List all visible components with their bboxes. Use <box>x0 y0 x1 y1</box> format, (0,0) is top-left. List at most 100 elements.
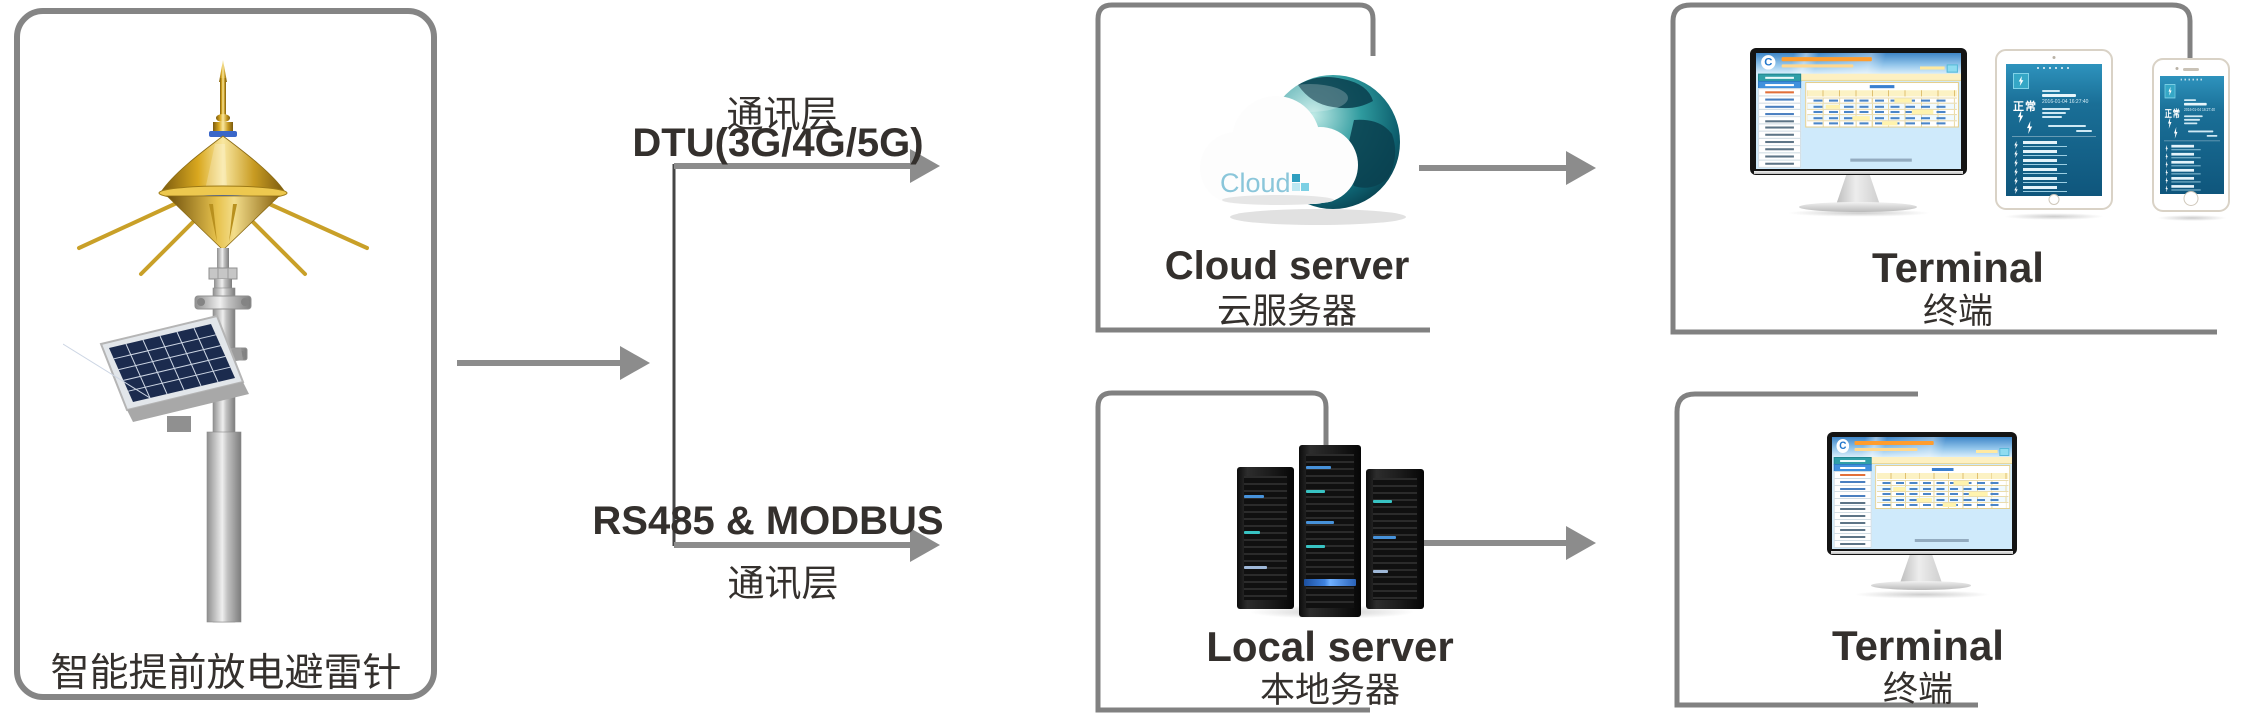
terminal-bottom-subtitle: 终端 <box>1882 670 1954 709</box>
timestamp: 2016-01-04 16:27:40 <box>2042 99 2089 105</box>
alarm-list-item <box>2165 177 2220 185</box>
monitor-chin <box>1831 551 2013 554</box>
data-table <box>1805 81 1959 128</box>
alarm-list-item <box>2013 150 2095 158</box>
table-row <box>1877 496 2009 503</box>
phone-screen: 正常 2016-01-04 16:27:40 <box>2160 76 2224 194</box>
webpage-button <box>1946 64 1958 73</box>
server-tower <box>1366 469 1424 609</box>
webpage-banner <box>1756 53 1961 74</box>
monitor-screen: C <box>1756 53 1961 169</box>
lightning-app-icon <box>2013 73 2029 89</box>
alarm-list-item <box>2013 159 2095 167</box>
status-text: 正常 <box>2013 101 2037 113</box>
table-header <box>1877 473 2009 479</box>
webpage-logo: C <box>1836 439 1850 453</box>
link-top-protocol-label: DTU(3G/4G/5G) <box>632 121 924 165</box>
alarm-list-item <box>2165 152 2220 161</box>
terminal-top-subtitle: 终端 <box>1922 292 1994 331</box>
monitor-chin <box>1754 171 1963 174</box>
table-row <box>1807 108 1957 116</box>
text-bar <box>2076 130 2092 132</box>
webpage-strip <box>1801 73 1961 81</box>
text-bar <box>2184 102 2207 106</box>
text-bar <box>2042 116 2062 118</box>
webpage-subtitle-bar <box>1854 448 1918 451</box>
desktop-monitor: C <box>1750 48 1967 175</box>
terminal-top-title: Terminal <box>1872 244 2044 291</box>
phone-home-button <box>2183 191 2199 206</box>
tablet-screen: 正常 2016-01-04 16:27:40 <box>2006 64 2102 196</box>
link-bottom-layer-label: 通讯层 <box>727 563 839 604</box>
arrow-source-head <box>620 346 650 380</box>
webpage-sidebar <box>1833 457 1872 548</box>
webpage-banner <box>1832 437 2012 457</box>
status-text: 正常 <box>2164 109 2181 120</box>
table-title-bar <box>1932 468 1954 471</box>
terminal-bottom-title: Terminal <box>1832 622 2004 669</box>
alarm-list-item <box>2165 160 2220 169</box>
webpage-subtitle-bar <box>1781 64 1854 68</box>
tablet-shadow <box>1988 212 2120 221</box>
alarm-list-item <box>2165 168 2220 177</box>
text-bar <box>2042 112 2066 114</box>
alarm-list-item <box>2013 177 2095 185</box>
alarm-list-item <box>2013 168 2095 176</box>
local-box-frame <box>1095 390 1370 713</box>
lightning-glyph <box>2167 117 2172 129</box>
arrow-local-terminal-head <box>1566 526 1596 560</box>
alarm-list-item <box>2165 185 2220 193</box>
webpage-logo: C <box>1761 55 1776 70</box>
webpage-sidebar <box>1758 73 1802 168</box>
lightning-glyph <box>2017 110 2024 123</box>
monitoring-webpage: C <box>1832 437 2012 549</box>
server-rack-illustration <box>1222 441 1442 626</box>
alarm-list-item <box>2165 144 2220 152</box>
webpage-main <box>1805 81 1959 165</box>
webpage-user-bar <box>1976 450 1998 453</box>
monitor-screen: C <box>1832 437 2012 549</box>
table-row <box>1877 490 2009 497</box>
server-tower <box>1299 445 1361 617</box>
local-server-subtitle: 本地务器 <box>1259 671 1401 710</box>
tablet-home-button <box>2048 194 2060 205</box>
tablet-camera <box>2052 56 2056 59</box>
table-row <box>1807 119 1957 127</box>
text-bar <box>2184 118 2201 121</box>
smartphone: 正常 2016-01-04 16:27:40 <box>2152 58 2230 212</box>
monitor-shadow <box>1832 589 2012 600</box>
text-bar <box>2042 94 2076 97</box>
text-bar <box>2184 99 2197 102</box>
source-label: 智能提前放电避雷针 <box>50 652 402 695</box>
text-bar <box>2188 130 2214 133</box>
webpage-button <box>1999 448 2010 456</box>
server-tower <box>1237 467 1294 609</box>
text-bar <box>2042 90 2060 92</box>
table-row <box>1877 501 2009 508</box>
monitoring-app: 正常 2016-01-04 16:27:40 <box>2006 64 2102 196</box>
text-bar <box>2184 122 2198 125</box>
status-bar <box>2036 67 2072 69</box>
data-table <box>1875 465 2011 509</box>
webpage-main <box>1875 465 2011 545</box>
lightning-rod-illustration <box>63 60 369 623</box>
arrow-top-head <box>910 149 940 183</box>
cloud-server-title: Cloud server <box>1164 244 1410 288</box>
monitor-base <box>1871 581 1971 590</box>
webpage-footer <box>1850 158 1912 162</box>
divider <box>2164 140 2221 142</box>
lightning-glyph <box>2173 126 2178 139</box>
webpage-title-bar <box>1781 57 1872 62</box>
table-row <box>1807 96 1957 104</box>
source-box-frame <box>14 8 437 700</box>
monitoring-webpage: C <box>1756 53 1961 169</box>
table-row <box>1807 102 1957 110</box>
webpage-footer <box>1915 539 1969 542</box>
table-row <box>1877 485 2009 492</box>
sidebar-item <box>1833 539 1872 548</box>
link-top-layer-label: 通讯层 <box>726 94 838 135</box>
webpage-user-bar <box>1920 66 1945 70</box>
sidebar-item <box>1758 159 1802 168</box>
